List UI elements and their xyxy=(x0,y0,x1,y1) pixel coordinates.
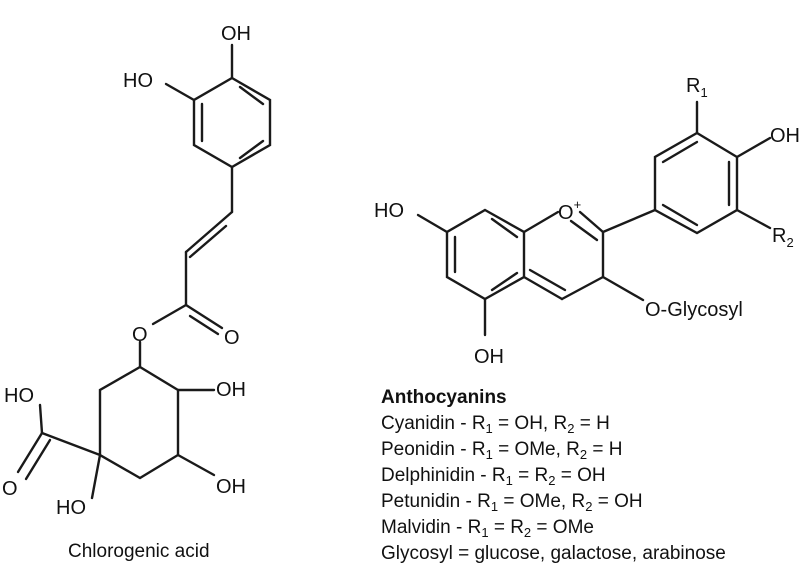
legend-line-malvidin: Malvidin - R1 = R2 = OMe xyxy=(381,517,594,540)
hydroxyl-label: OH xyxy=(216,379,246,401)
acid-oxygen-label: O xyxy=(2,478,18,500)
legend-line-petunidin: Petunidin - R1 = OMe, R2 = OH xyxy=(381,491,643,514)
hydroxyl-label: HO xyxy=(123,70,153,92)
hydroxyl-label: HO xyxy=(56,497,86,519)
glycosyl-label: O-Glycosyl xyxy=(645,299,743,321)
legend-title: Anthocyanins xyxy=(381,387,507,408)
legend-line-delphinidin: Delphinidin - R1 = R2 = OH xyxy=(381,465,606,488)
hydroxyl-label: OH xyxy=(216,476,246,498)
acid-hydroxyl-label: HO xyxy=(4,385,34,407)
hydroxyl-label: HO xyxy=(374,200,404,222)
ester-oxygen-label: O xyxy=(132,324,148,346)
anthocyanin-structure xyxy=(416,100,772,337)
hydroxyl-label: OH xyxy=(474,346,504,368)
hydroxyl-label: OH xyxy=(221,23,251,45)
oxonium-label: O+ xyxy=(558,197,581,224)
hydroxyl-label: OH xyxy=(770,125,799,147)
r1-label: R1 xyxy=(686,75,708,100)
chlorogenic-acid-structure xyxy=(16,43,272,500)
chlorogenic-acid-caption: Chlorogenic acid xyxy=(68,541,210,562)
carbonyl-oxygen-label: O xyxy=(224,327,240,349)
r2-label: R2 xyxy=(772,225,794,250)
legend-line-peonidin: Peonidin - R1 = OMe, R2 = H xyxy=(381,439,623,462)
anthocyanin-legend: Anthocyanins Cyanidin - R1 = OH, R2 = H … xyxy=(381,385,726,567)
legend-glycosyl: Glycosyl = glucose, galactose, arabinose xyxy=(381,543,726,564)
legend-line-cyanidin: Cyanidin - R1 = OH, R2 = H xyxy=(381,413,610,436)
